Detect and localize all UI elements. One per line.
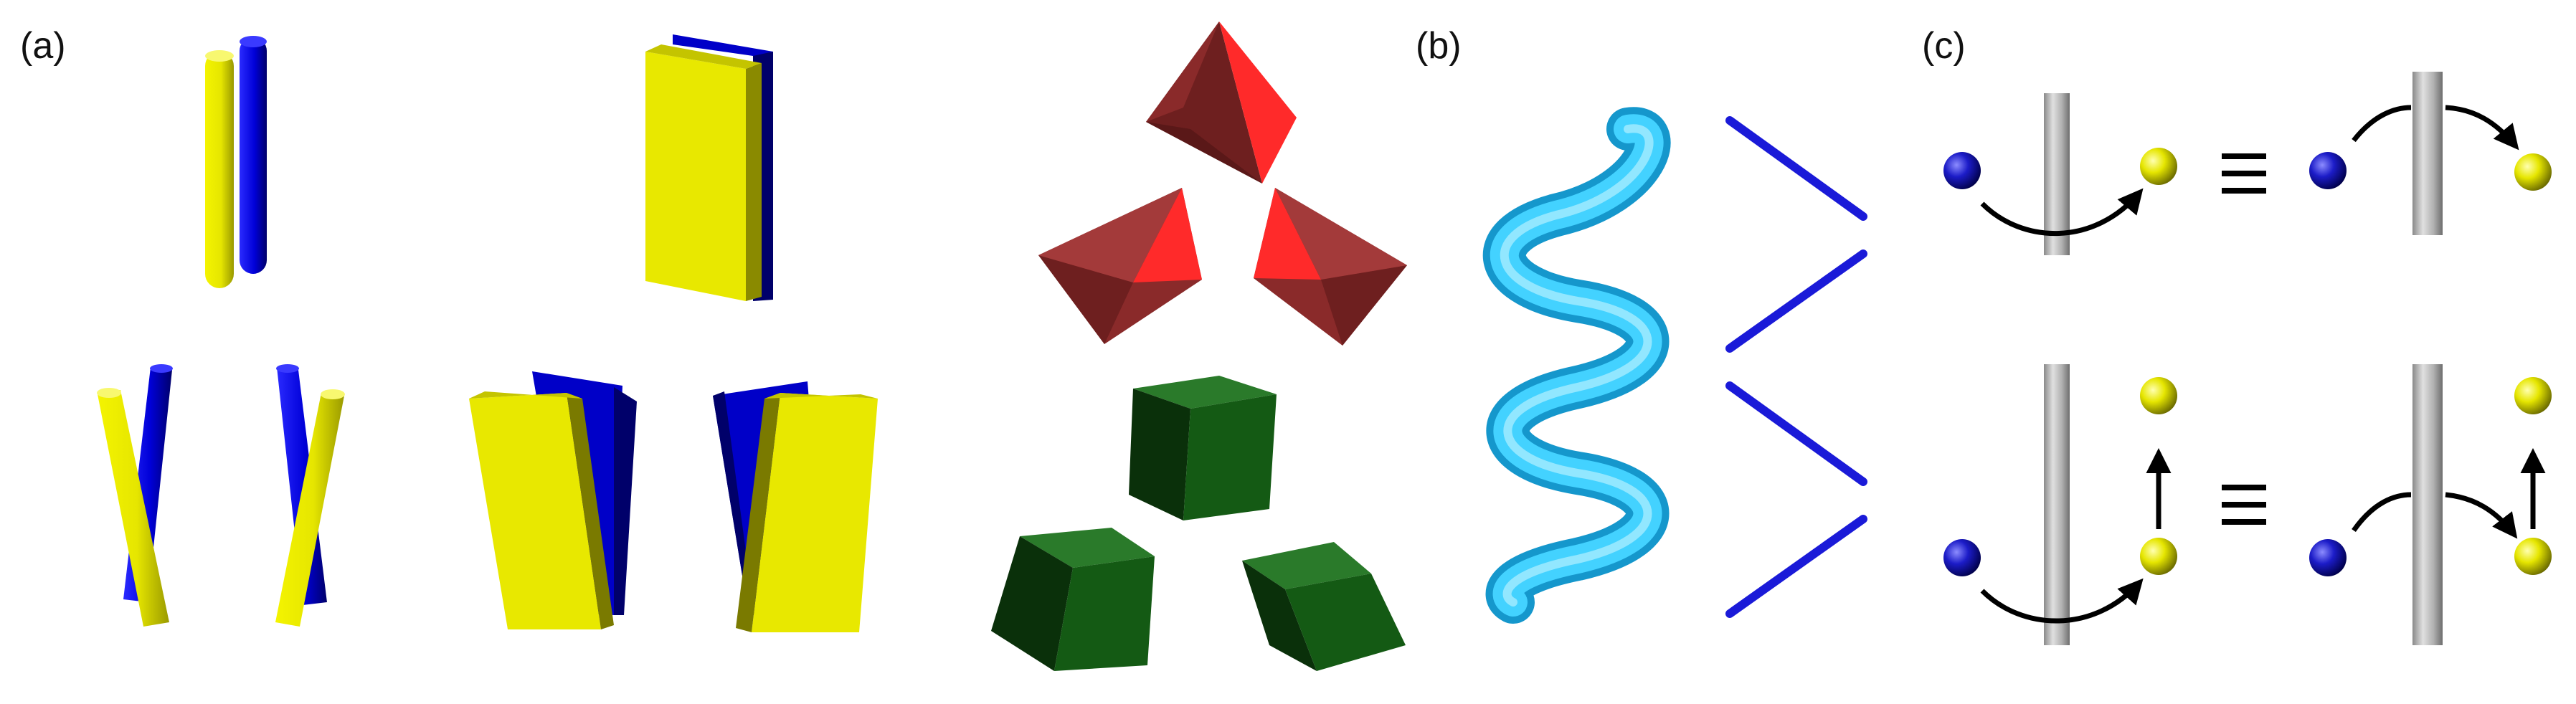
panel-label-a: (a) bbox=[20, 25, 66, 67]
panel-label-b: (b) bbox=[1416, 25, 1462, 67]
bead-blue bbox=[1943, 152, 1981, 189]
tetrahedron-top bbox=[1146, 22, 1297, 184]
cube-top bbox=[1129, 376, 1277, 520]
panel-c-top-left bbox=[1943, 93, 2177, 255]
panel-c-bottom-right bbox=[2309, 364, 2552, 645]
tetrahedron-left bbox=[1038, 188, 1202, 344]
cube-left bbox=[991, 528, 1155, 671]
panel-label-c: (c) bbox=[1922, 25, 1966, 67]
tetrahedron-right bbox=[1254, 188, 1407, 346]
panel-a-rods-crossed-left bbox=[97, 364, 173, 627]
bead-yellow bbox=[2514, 377, 2552, 414]
bead-yellow bbox=[2140, 377, 2177, 414]
panel-a-slabs-crossed-right bbox=[713, 381, 878, 632]
helix bbox=[1482, 107, 1671, 624]
cube-right bbox=[1242, 542, 1406, 671]
equivalence-symbol-bottom bbox=[2222, 485, 2266, 525]
zigzag-sticks bbox=[1725, 116, 1867, 618]
bead-blue bbox=[2309, 152, 2347, 189]
panel-a-slabs-crossed-left bbox=[469, 371, 637, 629]
equivalence-symbol-top bbox=[2222, 153, 2266, 194]
panel-a-rods-crossed-right bbox=[275, 364, 345, 627]
bead-blue bbox=[2309, 539, 2347, 576]
bead-yellow bbox=[2140, 148, 2177, 185]
panel-c-top-right bbox=[2309, 72, 2552, 235]
bead-yellow bbox=[2140, 538, 2177, 575]
bead-yellow bbox=[2514, 153, 2552, 191]
panel-a-slabs-parallel bbox=[645, 34, 773, 301]
bead-blue bbox=[1943, 539, 1981, 576]
panel-a-rods-parallel bbox=[205, 36, 267, 288]
bead-yellow bbox=[2514, 538, 2552, 575]
panel-c-bottom-left bbox=[1943, 364, 2177, 645]
